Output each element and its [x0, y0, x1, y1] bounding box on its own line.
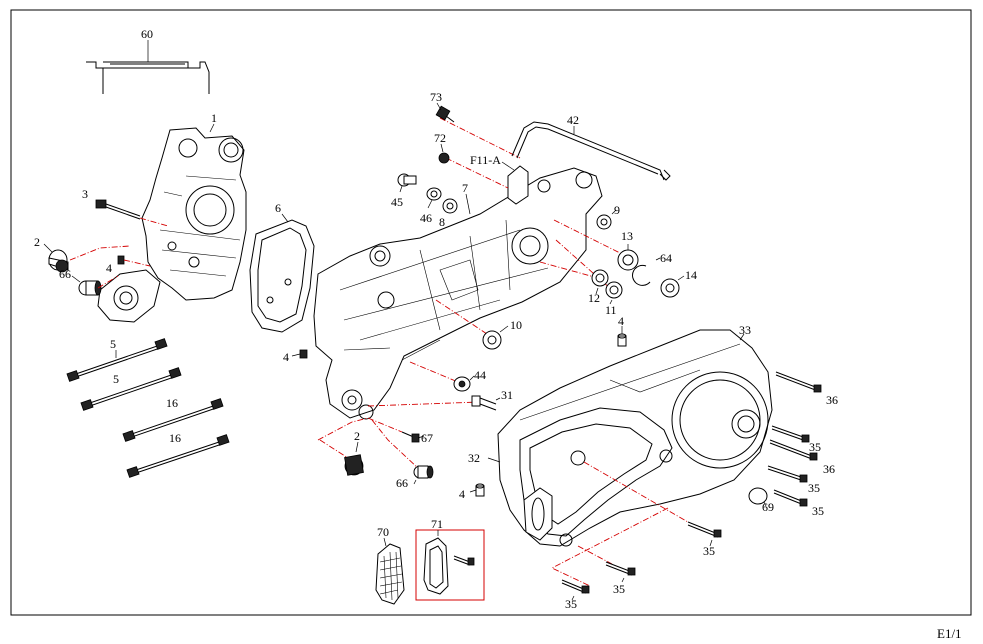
- part-60-bracket[interactable]: [86, 40, 210, 94]
- label-69: 69: [762, 500, 774, 514]
- part-35-bolt-c[interactable]: [773, 489, 808, 507]
- label-45: 45: [391, 195, 403, 209]
- label-12: 12: [588, 291, 600, 305]
- diagram-border: [10, 9, 972, 616]
- label-6: 6: [275, 201, 281, 215]
- part-10-seal[interactable]: [482, 325, 509, 350]
- label-5-a: 5: [110, 337, 116, 351]
- part-44-seal[interactable]: [453, 375, 475, 392]
- part-3-bolt[interactable]: [95, 199, 169, 227]
- part-42-breather-hose[interactable]: [511, 121, 671, 181]
- label-35-c: 35: [812, 504, 824, 518]
- label-14: 14: [685, 268, 697, 282]
- label-36-b: 36: [823, 462, 835, 476]
- part-4-dowel-left[interactable]: [117, 255, 151, 267]
- label-9: 9: [614, 203, 620, 217]
- label-5-b: 5: [113, 372, 119, 386]
- label-2-center: 2: [354, 429, 360, 443]
- part-33-cover-outer[interactable]: [497, 329, 773, 547]
- part-4-dowel-lower[interactable]: [469, 483, 485, 497]
- part-67-bolt[interactable]: [367, 417, 425, 443]
- part-72-plug[interactable]: [438, 143, 450, 164]
- part-35-bolt-e[interactable]: [605, 561, 636, 583]
- part-13-bearing[interactable]: [617, 244, 639, 271]
- label-72: 72: [434, 131, 446, 145]
- label-2-left: 2: [34, 235, 40, 249]
- label-35-d: 35: [703, 544, 715, 558]
- part-4-dowel-center[interactable]: [291, 349, 308, 359]
- part-2-bush-center[interactable]: [317, 417, 369, 476]
- label-35-b: 35: [808, 481, 820, 495]
- part-11-seal[interactable]: [605, 281, 623, 305]
- label-1: 1: [211, 111, 217, 125]
- label-73: 73: [430, 90, 442, 104]
- label-13: 13: [621, 229, 633, 243]
- label-4-center: 4: [283, 350, 289, 364]
- part-1-left-crankcase[interactable]: [97, 123, 247, 323]
- part-45-bolt[interactable]: [397, 173, 417, 193]
- label-33: 33: [739, 323, 751, 337]
- label-66-left: 66: [59, 267, 71, 281]
- part-66-sleeve-center[interactable]: [371, 419, 434, 485]
- part-35-bolt-b[interactable]: [767, 465, 808, 483]
- part-70-air-filter[interactable]: [375, 537, 405, 605]
- label-16-b: 16: [169, 431, 181, 445]
- label-66-center: 66: [396, 476, 408, 490]
- label-7: 7: [462, 181, 468, 195]
- label-4-left: 4: [106, 261, 112, 275]
- label-44: 44: [474, 368, 486, 382]
- label-35-f: 35: [565, 597, 577, 611]
- part-2-bush-left[interactable]: [43, 243, 131, 273]
- part-7-right-crankcase[interactable]: [313, 165, 603, 420]
- part-5-stud-a[interactable]: [66, 338, 168, 382]
- label-67: 67: [421, 431, 433, 445]
- part-5-stud-b[interactable]: [80, 367, 182, 411]
- label-71: 71: [431, 517, 443, 531]
- part-71-filter-assembly[interactable]: [415, 529, 485, 601]
- sheet-label: E1/1: [937, 626, 962, 641]
- part-69-o-ring[interactable]: [748, 487, 768, 507]
- label-32: 32: [468, 451, 480, 465]
- label-42: 42: [567, 113, 579, 127]
- part-36-bolt-a[interactable]: [775, 371, 822, 393]
- part-16-stud-b[interactable]: [126, 434, 230, 478]
- part-36-bolt-b[interactable]: [769, 439, 818, 461]
- label-36-a: 36: [826, 393, 838, 407]
- label-35-a: 35: [809, 440, 821, 454]
- label-4-lower: 4: [459, 487, 465, 501]
- part-46-washer[interactable]: [426, 187, 442, 209]
- label-31: 31: [501, 388, 513, 402]
- label-16-a: 16: [166, 396, 178, 410]
- label-46: 46: [420, 211, 432, 225]
- label-11: 11: [605, 303, 617, 317]
- part-66-sleeve-left[interactable]: [71, 275, 119, 296]
- part-4-dowel-upper[interactable]: [617, 326, 627, 347]
- part-14-seal[interactable]: [660, 275, 685, 298]
- part-35-bolt-f[interactable]: [561, 579, 590, 601]
- part-73-bolt[interactable]: [435, 102, 455, 123]
- label-60: 60: [141, 27, 153, 41]
- part-31-bolt[interactable]: [471, 395, 501, 411]
- label-8: 8: [439, 215, 445, 229]
- label-70: 70: [377, 525, 389, 539]
- part-35-bolt-d[interactable]: [687, 521, 722, 547]
- part-8-seal[interactable]: [442, 198, 458, 214]
- part-64-circlip[interactable]: [632, 257, 661, 286]
- part-35-bolt-a[interactable]: [771, 425, 810, 443]
- label-10: 10: [510, 318, 522, 332]
- label-f11a: F11-A: [470, 153, 501, 167]
- label-64: 64: [660, 251, 672, 265]
- label-4-upper: 4: [618, 314, 624, 328]
- part-32-inner-cover[interactable]: [487, 407, 673, 547]
- part-16-stud-a[interactable]: [122, 398, 224, 442]
- label-3: 3: [82, 187, 88, 201]
- label-35-e: 35: [613, 582, 625, 596]
- part-9-seal[interactable]: [596, 209, 617, 230]
- part-12-bearing[interactable]: [591, 269, 609, 295]
- part-6-gasket[interactable]: [249, 213, 315, 333]
